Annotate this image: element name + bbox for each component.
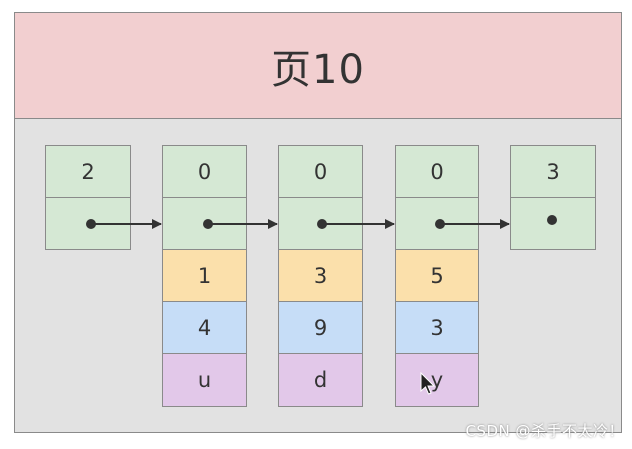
watermark: CSDN @杀手不太冷！ — [465, 422, 624, 440]
record-1-field-3-value: u — [197, 368, 212, 392]
record-3-header: 0 — [395, 145, 479, 198]
record-infimum-header-value: 2 — [81, 159, 95, 184]
record-2-field-3-value: d — [313, 368, 328, 392]
record-2-field-2: 9 — [278, 301, 363, 354]
record-2-field-3: d — [278, 353, 363, 407]
record-supremum-header-value: 3 — [546, 159, 560, 184]
record-2-field-1: 3 — [278, 249, 363, 302]
record-3-field-2: 3 — [395, 301, 479, 354]
record-1-field-2-value: 4 — [197, 315, 212, 340]
record-supremum-header: 3 — [510, 145, 596, 198]
record-3-field-1-value: 5 — [430, 263, 444, 288]
record-2-field-2-value: 9 — [313, 315, 328, 340]
mouse-cursor-icon — [420, 372, 436, 395]
record-2-field-1-value: 3 — [313, 263, 328, 288]
record-1-field-1: 1 — [162, 249, 247, 302]
record-1-field-2: 4 — [162, 301, 247, 354]
record-1-field-3: u — [162, 353, 247, 407]
record-2-header-value: 0 — [313, 159, 328, 184]
record-3-header-value: 0 — [430, 159, 444, 184]
record-supremum-pointer-dot — [547, 215, 557, 225]
record-2-header: 0 — [278, 145, 363, 198]
record-3-field-3: y — [395, 353, 479, 407]
record-1-header: 0 — [162, 145, 247, 198]
record-infimum-header: 2 — [45, 145, 131, 198]
page-header: 页10 — [15, 13, 621, 119]
record-1-field-1-value: 1 — [197, 263, 212, 288]
page-title: 页10 — [271, 46, 365, 93]
record-3-field-2-value: 3 — [430, 315, 444, 340]
record-1-header-value: 0 — [197, 159, 212, 184]
